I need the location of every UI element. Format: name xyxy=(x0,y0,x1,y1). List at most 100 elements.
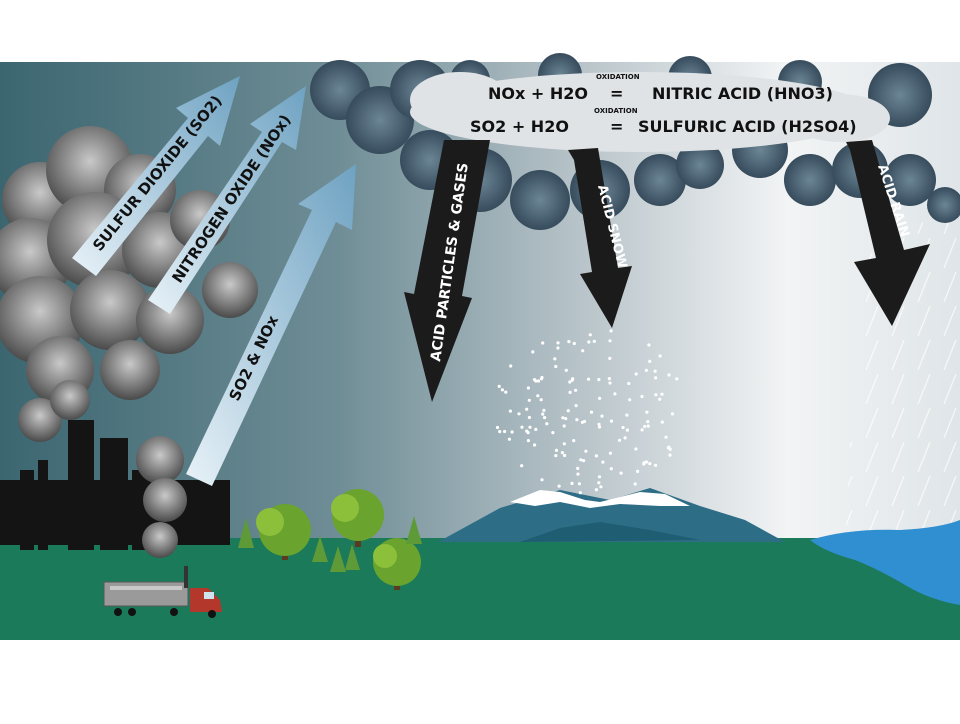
acid-rain-arrow xyxy=(846,140,930,326)
snow-dot xyxy=(531,350,535,354)
snow-dot xyxy=(508,409,512,413)
snow-dot xyxy=(528,425,532,429)
snow-dot xyxy=(564,368,568,372)
snow-dot xyxy=(564,417,568,421)
snow-dot xyxy=(526,431,530,435)
snow-dot xyxy=(594,454,599,458)
snow-dot xyxy=(634,447,638,451)
snow-dot xyxy=(539,377,544,381)
snow-dot xyxy=(608,451,613,455)
snow-dot xyxy=(577,482,582,486)
snow-dot xyxy=(640,428,644,432)
acid-particles-arrow xyxy=(404,140,490,402)
snow-dot xyxy=(520,425,524,429)
snow-dot xyxy=(627,381,631,386)
snow-dot xyxy=(575,418,579,422)
snow-dot xyxy=(570,481,574,485)
snow-dot xyxy=(592,339,596,343)
snow-dot xyxy=(597,481,601,485)
snow-dot xyxy=(667,445,671,449)
trees xyxy=(238,489,422,590)
snow-dot xyxy=(609,467,613,471)
snow-dot xyxy=(495,425,500,430)
snow-dot xyxy=(654,463,658,467)
snow-dot xyxy=(526,439,531,443)
snow-dot xyxy=(608,356,612,360)
snow-dot xyxy=(545,422,549,426)
snow-dot xyxy=(660,392,664,396)
snow-dot xyxy=(539,398,543,402)
snow-dot xyxy=(554,364,558,369)
snow-dot xyxy=(619,471,623,475)
snow-dot xyxy=(504,390,508,394)
snow-dot xyxy=(599,485,603,489)
snow-dot xyxy=(579,458,583,462)
snow-dot xyxy=(566,409,570,413)
sulfuric-acid-equation: SO2 + H2O OXIDATION = SULFURIC ACID (H2S… xyxy=(470,107,857,136)
snow-dot xyxy=(509,364,513,368)
snow-dot xyxy=(597,378,601,382)
snow-dot xyxy=(617,438,622,442)
mountains xyxy=(438,488,785,542)
snow-dot xyxy=(560,451,565,455)
snow-dot xyxy=(534,427,538,431)
snow-dot xyxy=(658,354,662,358)
snow-dot xyxy=(536,394,540,398)
snow-dot xyxy=(598,396,602,400)
sulfuric-reactants: SO2 + H2O xyxy=(470,117,569,136)
snow-dot xyxy=(646,420,650,424)
snow-dot xyxy=(670,412,675,416)
snow-dot xyxy=(571,377,575,381)
snow-dot xyxy=(556,341,560,345)
snow-dot xyxy=(568,380,572,384)
acid-snow-dots xyxy=(495,329,679,495)
snow-dot xyxy=(574,404,578,408)
snow-dot xyxy=(510,430,514,434)
bottom-margin xyxy=(0,640,960,720)
lake xyxy=(810,520,960,605)
sulfuric-product: SULFURIC ACID (H2SO4) xyxy=(638,117,857,136)
truck-trailer xyxy=(103,581,189,607)
snow-dot xyxy=(568,390,572,394)
sulfur-dioxide-arrow xyxy=(72,76,240,276)
snow-dot xyxy=(587,340,591,344)
nitric-acid-equation: NOx + H2O OXIDATION = NITRIC ACID (HNO3) xyxy=(488,73,833,103)
snow-dot xyxy=(648,359,652,363)
snow-dot xyxy=(658,397,662,401)
snow-dot xyxy=(597,422,601,426)
snow-dot xyxy=(554,448,559,452)
snow-dot xyxy=(601,460,605,464)
snow-dot xyxy=(647,343,651,347)
snow-dot xyxy=(594,488,599,492)
snow-dot xyxy=(640,394,644,399)
factory xyxy=(0,420,230,550)
nitric-reactants: NOx + H2O xyxy=(488,84,588,103)
snow-dot xyxy=(597,475,602,479)
sulfuric-oxidation-label: OXIDATION xyxy=(594,107,638,115)
snow-dot xyxy=(645,410,649,414)
nitric-oxidation-label: OXIDATION xyxy=(596,73,640,81)
snow-dot xyxy=(644,368,649,372)
snow-dot xyxy=(556,346,560,350)
snow-dot xyxy=(562,424,566,428)
snow-dot xyxy=(643,424,647,429)
snow-dot xyxy=(551,431,555,435)
snow-dot xyxy=(648,462,652,466)
snow-dot xyxy=(675,377,679,381)
snow-dot xyxy=(628,398,632,402)
snow-dot xyxy=(609,419,614,423)
snow-dot xyxy=(563,453,567,458)
snow-dot xyxy=(574,388,578,392)
snow-dot xyxy=(503,429,507,434)
truck xyxy=(103,566,222,618)
snow-dot xyxy=(589,410,594,414)
snow-dot xyxy=(517,412,521,416)
snow-dot xyxy=(667,373,671,377)
snow-dot xyxy=(554,454,558,458)
snow-dot xyxy=(525,407,529,411)
snow-dot xyxy=(609,329,613,333)
snow-dot xyxy=(623,436,627,440)
snow-dot xyxy=(668,453,672,457)
